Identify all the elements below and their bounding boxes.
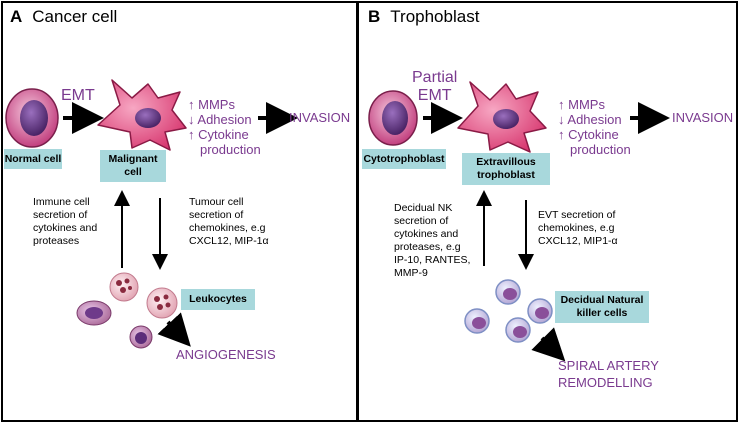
effects-list-a: ↑ MMPs ↓ Adhesion ↑ Cytokine production xyxy=(188,97,261,157)
normal-cell-label: Normal cell xyxy=(4,149,62,169)
effects-list-b: ↑ MMPs ↓ Adhesion ↑ Cytokine production xyxy=(558,97,631,157)
extravillous-trophoblast-label: Extravillous trophoblast xyxy=(462,153,550,185)
partial-emt-line2: EMT xyxy=(417,87,452,104)
effect-adhesion-a: ↓ Adhesion xyxy=(188,112,252,127)
effect-production-a: production xyxy=(200,142,261,157)
nk-secretion-text: Decidual NK secretion of cytokines and p… xyxy=(394,202,471,279)
panel-b-title: Trophoblast xyxy=(390,7,480,26)
angiogenesis-label: ANGIOGENESIS xyxy=(176,347,276,362)
nk-cells-icon xyxy=(464,279,553,343)
remodelling-line2: REMODELLING xyxy=(558,375,653,390)
effect-production-b: production xyxy=(570,142,631,157)
remodelling-line1: SPIRAL ARTERY xyxy=(558,358,659,373)
extravillous-trophoblast-icon xyxy=(457,81,547,153)
tumour-secretion-text: Tumour cell secretion of chemokines, e.g… xyxy=(189,196,269,247)
effect-cytokine-b: ↑ Cytokine xyxy=(558,127,619,142)
effect-mmps-b: ↑ MMPs xyxy=(558,97,605,112)
angiogenesis-arrow xyxy=(157,312,191,347)
malignant-cell-icon xyxy=(97,79,187,151)
emt-label-a: EMT xyxy=(61,87,95,104)
panel-cancer-cell xyxy=(1,1,358,422)
invasion-label-b: INVASION xyxy=(672,110,734,125)
panel-a-letter: A xyxy=(10,7,23,26)
evt-secretion-text: EVT secretion of chemokines, e.g CXCL12,… xyxy=(538,209,618,247)
leukocytes-label: Leukocytes xyxy=(181,289,255,310)
effect-adhesion-b: ↓ Adhesion xyxy=(558,112,622,127)
remodelling-label: SPIRAL ARTERY REMODELLING xyxy=(558,357,659,391)
nk-cells-label: Decidual Natural killer cells xyxy=(555,291,649,323)
effect-cytokine-a: ↑ Cytokine xyxy=(188,127,249,142)
panel-b-letter: B xyxy=(368,7,381,26)
malignant-cell-label: Malignant cell xyxy=(100,150,166,182)
partial-emt-label: Partial EMT xyxy=(412,69,457,105)
immune-secretion-text-a: Immune cell secretion of cytokines and p… xyxy=(33,196,98,247)
remodelling-arrow xyxy=(531,327,566,362)
normal-cell-icon xyxy=(5,88,59,148)
partial-emt-line1: Partial xyxy=(412,69,458,86)
leukocytes-icon xyxy=(76,272,178,349)
effect-mmps-a: ↑ MMPs xyxy=(188,97,235,112)
panel-b-heading: B Trophoblast xyxy=(368,7,479,27)
panel-a-heading: A Cancer cell xyxy=(10,7,117,27)
panel-a-title: Cancer cell xyxy=(32,7,118,26)
cytotrophoblast-label: Cytotrophoblast xyxy=(362,149,446,169)
cytotrophoblast-icon xyxy=(368,90,418,146)
invasion-label-a: INVASION xyxy=(289,110,351,125)
